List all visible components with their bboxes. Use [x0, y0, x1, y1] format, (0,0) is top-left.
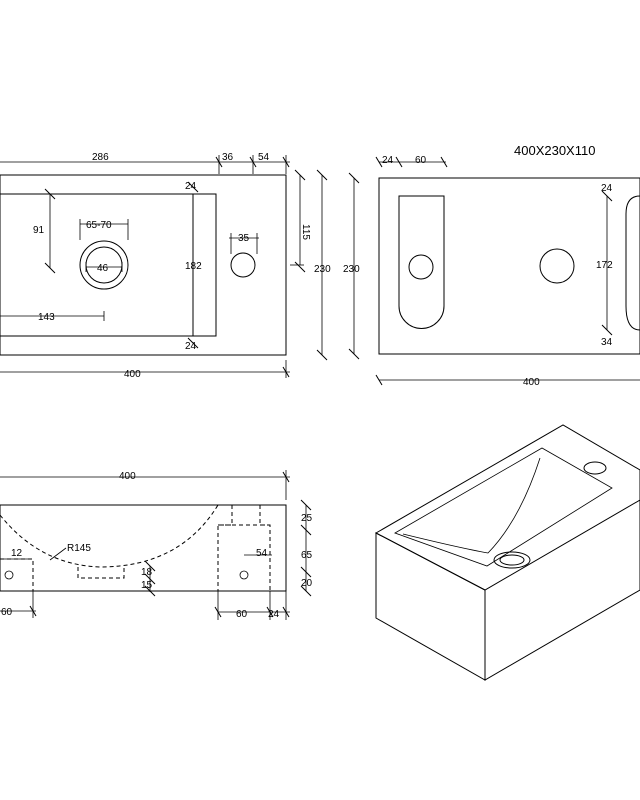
dim-143: 143 — [38, 312, 55, 323]
dim-24-top: 24 — [185, 181, 197, 192]
bowl-arc — [0, 504, 219, 568]
dimension-title: 400X230X110 — [514, 143, 595, 158]
isometric-view — [374, 424, 640, 681]
dim-400-back: 400 — [523, 377, 540, 388]
dim-12: 12 — [11, 548, 23, 559]
dim-400-front: 400 — [119, 471, 136, 482]
dim-25: 25 — [301, 513, 313, 524]
front-drain — [77, 567, 125, 579]
back-view-hole-center — [539, 248, 575, 284]
iso-front-face — [375, 532, 486, 681]
back-view-hole-left — [408, 254, 434, 280]
dim-34: 34 — [601, 337, 613, 348]
back-view-slot-right — [625, 195, 640, 331]
dim-r145: R145 — [67, 543, 91, 554]
dim-18: 18 — [141, 567, 153, 578]
dim-54: 54 — [258, 152, 270, 163]
iso-drain-outer — [493, 551, 531, 569]
dim-15: 15 — [141, 580, 153, 591]
back-view: 24 60 230 24 172 34 400 — [343, 155, 640, 388]
iso-drain-inner — [499, 554, 525, 566]
iso-basin-rim — [394, 447, 613, 567]
front-tap-hole — [239, 570, 249, 580]
top-view-outline — [0, 174, 287, 356]
dim-60-back: 60 — [415, 155, 427, 166]
front-view-outline — [0, 504, 287, 592]
back-view-slot — [398, 195, 445, 329]
dim-24-back: 24 — [382, 155, 394, 166]
dim-182: 182 — [185, 261, 202, 272]
dim-46: 46 — [97, 263, 109, 274]
dim-65-70: 65-70 — [86, 220, 112, 231]
drain-outer — [79, 240, 129, 290]
dim-20: 20 — [301, 578, 313, 589]
dim-65: 65 — [301, 550, 313, 561]
top-view: 286 36 54 24 24 91 65-70 46 35 182 143 — [0, 152, 331, 380]
iso-side-face — [484, 500, 640, 681]
dim-115: 115 — [300, 224, 311, 240]
back-view-outline — [378, 177, 640, 355]
dim-286: 286 — [92, 152, 109, 163]
top-view-ledge — [192, 193, 217, 337]
iso-top-face — [374, 424, 640, 591]
dim-60-left: 60 — [1, 607, 13, 618]
dim-24-front: 24 — [268, 609, 280, 620]
iso-tap-hole — [583, 461, 607, 475]
dim-24-bottom: 24 — [185, 341, 197, 352]
dim-36: 36 — [222, 152, 234, 163]
dim-60-right: 60 — [236, 609, 248, 620]
dim-230-top: 230 — [314, 264, 331, 275]
dim-230-back: 230 — [343, 264, 360, 275]
tap-hole — [230, 252, 256, 278]
dim-24-right: 24 — [601, 183, 613, 194]
dim-172: 172 — [596, 260, 613, 271]
dim-54-front: 54 — [256, 548, 268, 559]
front-view: 400 25 65 20 54 12 R145 18 15 60 — [0, 470, 313, 620]
iso-basin-curve — [402, 457, 541, 554]
dim-91: 91 — [33, 225, 45, 236]
dim-400-top: 400 — [124, 369, 141, 380]
dim-35: 35 — [238, 233, 250, 244]
